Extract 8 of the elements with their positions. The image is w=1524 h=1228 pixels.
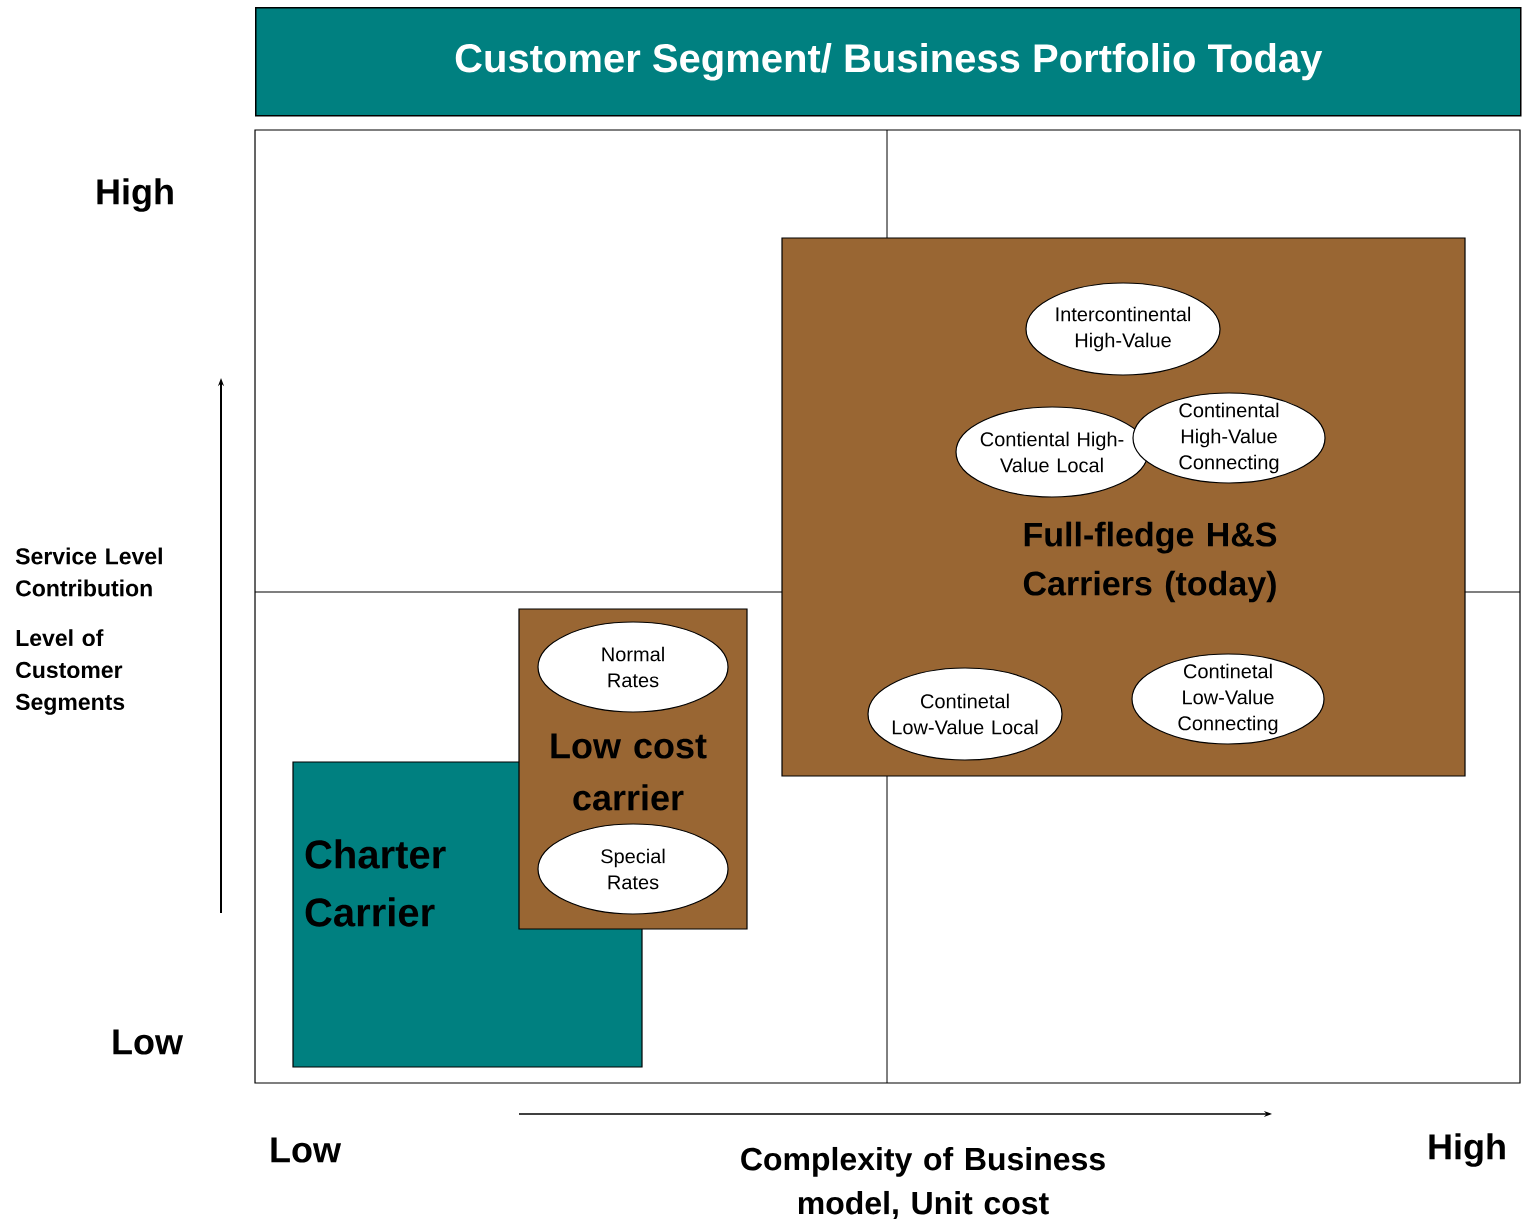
title-banner: Customer Segment/ Business Portfolio Today xyxy=(255,7,1522,117)
axis-label: Low xyxy=(113,1029,184,1055)
axis-label: Level of Customer Segments xyxy=(15,629,125,715)
axis-label: Low xyxy=(271,1137,342,1163)
axis-label: High xyxy=(1429,1133,1505,1167)
axis-label: Service Level Contribution xyxy=(15,547,162,597)
axis-label: High xyxy=(97,178,173,212)
axis-label: Complexity of Business model, Unit cost xyxy=(741,1146,1105,1220)
